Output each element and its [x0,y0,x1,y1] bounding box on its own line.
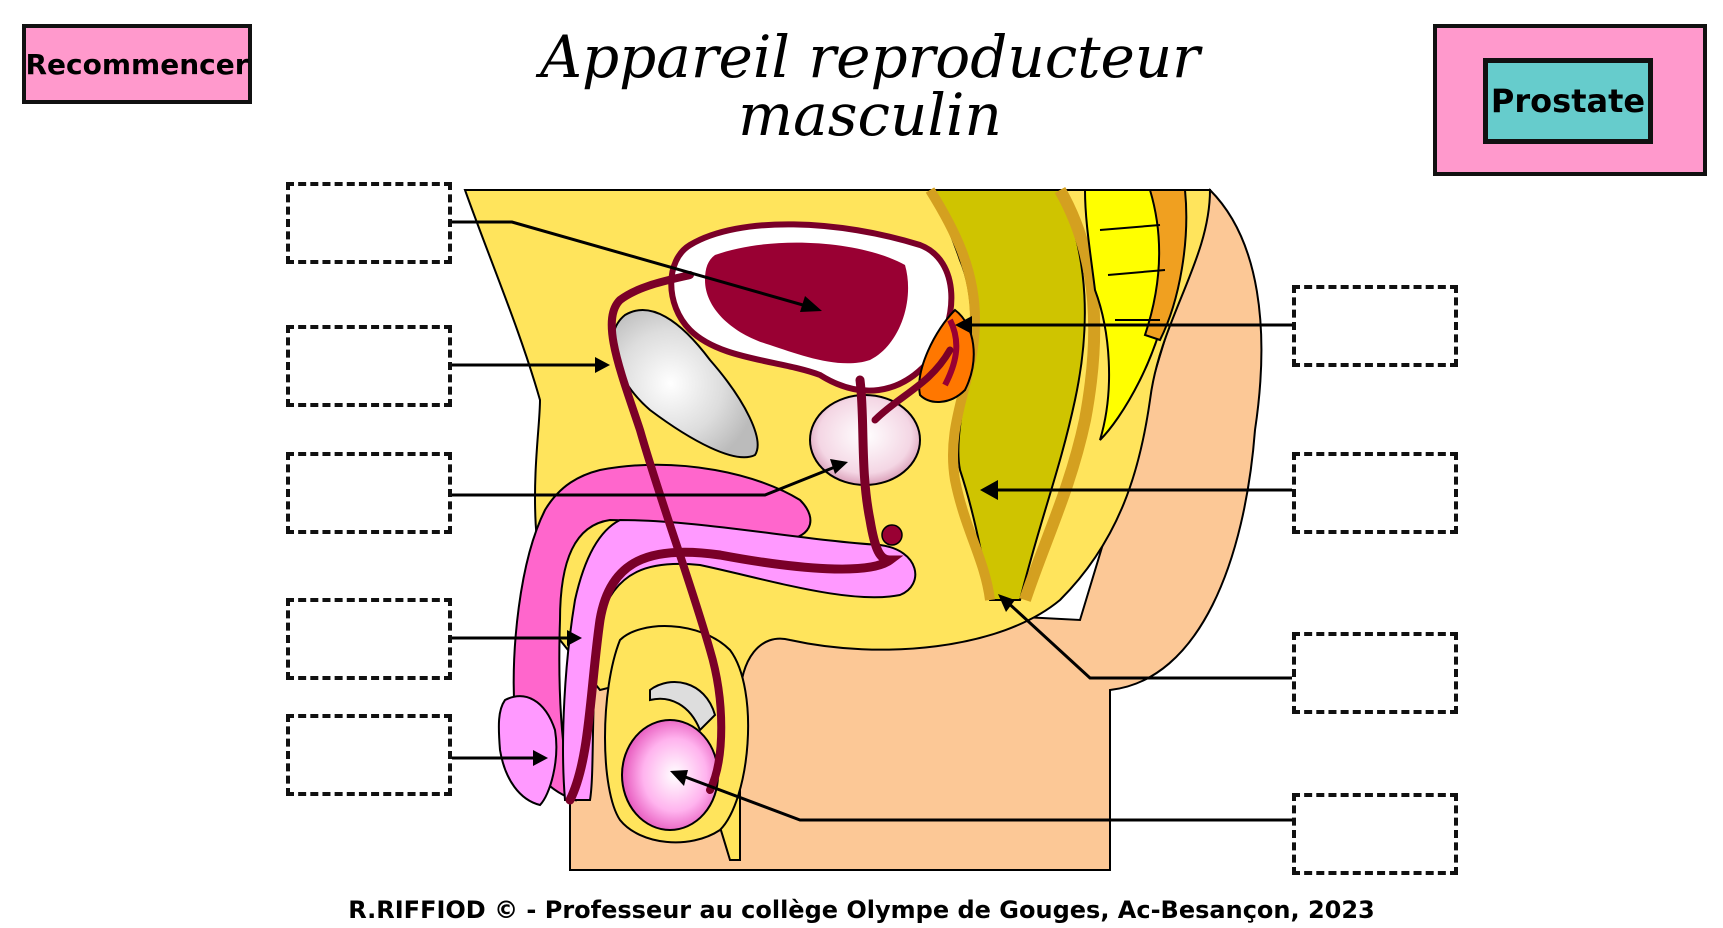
label-box-left-4[interactable] [286,598,452,680]
arrowhead-left-4 [567,630,582,646]
arrowhead-right-3 [998,594,1015,612]
label-box-left-3[interactable] [286,452,452,534]
urethra [565,375,904,805]
arrowhead-right-2 [980,480,998,500]
glans [497,695,558,807]
label-box-right-4[interactable] [1292,793,1458,875]
label-box-left-5[interactable] [286,714,452,796]
pointer-left-1 [452,220,811,309]
arrowhead-left-5 [533,750,548,766]
arrowhead-right-1 [955,316,972,334]
label-box-right-1[interactable] [1292,285,1458,367]
restart-button[interactable]: Recommencer [22,24,252,104]
page-title: Appareil reproducteur masculin [460,28,1280,144]
label-box-left-2[interactable] [286,325,452,407]
arrowhead-left-1 [800,296,822,312]
label-box-left-1[interactable] [286,182,452,264]
seminal-vesicle-inner [942,318,960,387]
footer-credit: R.RIFFIOD © - Professeur au collège Olym… [348,896,1375,924]
pointer-lines [452,220,1292,822]
pointer-right-3 [1003,598,1292,680]
prostate-button-frame: Prostate [1433,24,1707,176]
prostate-button[interactable]: Prostate [1483,58,1653,144]
arrowhead-left-2 [595,357,610,373]
label-box-right-3[interactable] [1292,632,1458,714]
testis [621,719,719,831]
pointer-left-3 [452,463,841,497]
sacrum [1083,189,1188,441]
epididymis [649,681,717,732]
title-line-2: masculin [738,81,1002,149]
label-box-right-2[interactable] [1292,452,1458,534]
urethra-gland [881,524,903,546]
arrowhead-right-4 [670,770,688,786]
rectum-wall-inner [925,187,995,601]
title-line-1: Appareil reproducteur [540,23,1200,91]
vas-deferens [607,271,726,794]
rectum-wall [1019,187,1101,602]
arrowhead-left-3 [830,459,848,474]
pointer-arrowheads [533,296,1015,786]
pointer-right-4 [679,773,1292,822]
ducts [565,271,954,805]
